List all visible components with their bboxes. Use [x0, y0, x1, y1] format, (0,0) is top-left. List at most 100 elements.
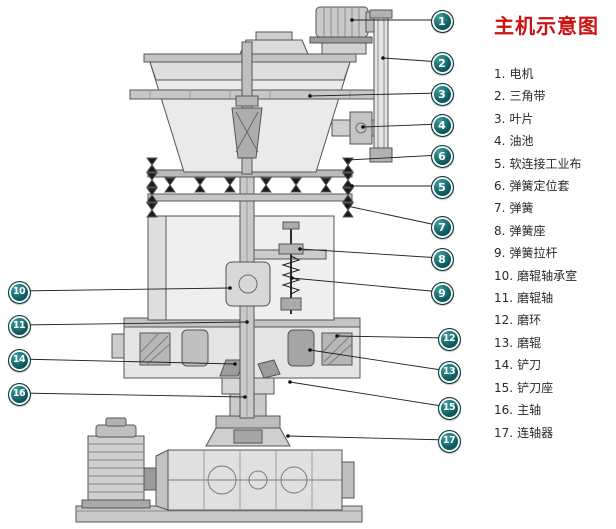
- legend-item-label: 磨辊轴: [517, 291, 554, 306]
- legend-item-label: 磨辊轴承室: [517, 268, 578, 283]
- legend-item-label: 弹簧: [509, 201, 534, 216]
- leader-dot-14: [233, 362, 237, 366]
- legend-item-number: 4.: [494, 134, 506, 149]
- legend-item-number: 14.: [494, 358, 514, 373]
- leader-line-6: [346, 154, 442, 161]
- legend-item-label: 油池: [509, 134, 534, 149]
- legend-item-number: 1.: [494, 67, 506, 81]
- legend-item-label: 叶片: [509, 111, 534, 126]
- page-title: 主机示意图: [494, 14, 599, 38]
- legend-item: 3.叶片: [494, 108, 614, 130]
- callout-10: 10: [7, 280, 31, 304]
- blade-drawing: [231, 41, 263, 175]
- legend-list: 1.电机 2.三角带 3.叶片 4.油池 5.软连接工业布 6.弹簧定位套 7.…: [494, 63, 614, 444]
- callout-6: 6: [430, 144, 454, 168]
- legend-item-number: 9.: [494, 246, 506, 261]
- legend-item: 12.磨环: [494, 309, 614, 331]
- legend-item: 14.铲刀: [494, 354, 614, 376]
- leader-dot-5: [350, 184, 354, 188]
- callout-3: 3: [430, 82, 454, 106]
- legend-item-label: 铲刀: [517, 358, 542, 373]
- callout-11: 11: [7, 314, 31, 338]
- legend-item-label: 电机: [509, 67, 534, 81]
- callout-5: 5: [430, 175, 454, 199]
- legend-item: 7.弹簧: [494, 197, 614, 219]
- bottom-motor-drawing: [81, 417, 157, 509]
- callout-4: 4: [430, 113, 454, 137]
- legend-item-number: 5.: [494, 156, 506, 171]
- leader-dot-2: [381, 56, 385, 60]
- legend-item: 17.连轴器: [494, 422, 614, 444]
- leader-dot-1: [350, 18, 354, 22]
- leader-dot-8: [298, 247, 302, 251]
- callout-8: 8: [430, 247, 454, 271]
- leader-line-4: [362, 123, 442, 128]
- leader-line-14: [17, 358, 236, 365]
- callout-17: 17: [437, 429, 461, 453]
- legend-item: 4.油池: [494, 130, 614, 152]
- legend-item-number: 8.: [494, 223, 506, 238]
- legend-item-label: 磨环: [517, 313, 542, 328]
- legend-item-label: 三角带: [509, 89, 546, 104]
- legend-item: 10.磨辊轴承室: [494, 265, 614, 287]
- legend-item: 9.弹簧拉杆: [494, 242, 614, 264]
- leader-dot-10: [228, 286, 232, 290]
- leader-line-12: [336, 335, 449, 339]
- legend-item-label: 磨辊: [517, 335, 542, 350]
- callout-7: 7: [430, 215, 454, 239]
- legend-item: 2.三角带: [494, 85, 614, 107]
- legend-item: 8.弹簧座: [494, 220, 614, 242]
- leader-line-17: [287, 435, 449, 441]
- legend-item: 15.铲刀座: [494, 377, 614, 399]
- legend-panel: 主机示意图 1.电机 2.三角带 3.叶片 4.油池 5.软连接工业布 6.弹簧…: [494, 10, 614, 444]
- legend-item-label: 弹簧座: [509, 223, 546, 238]
- legend-item-number: 6.: [494, 179, 506, 194]
- leader-line-3: [309, 92, 442, 97]
- legend-item-number: 12.: [494, 313, 514, 328]
- main-shaft-drawing: [225, 171, 271, 419]
- legend-item-number: 11.: [494, 291, 514, 306]
- oil-pool-drawing: [331, 111, 379, 145]
- leader-dot-15: [288, 380, 292, 384]
- leader-line-11: [17, 321, 248, 326]
- leader-line-10: [17, 287, 231, 292]
- callout-1: 1: [430, 9, 454, 33]
- legend-item-number: 17.: [494, 425, 514, 440]
- callout-12: 12: [437, 327, 461, 351]
- legend-item-number: 13.: [494, 335, 514, 350]
- legend-item-number: 15.: [494, 380, 514, 395]
- legend-item-label: 弹簧拉杆: [509, 246, 558, 261]
- callout-13: 13: [437, 360, 461, 384]
- callout-15: 15: [437, 396, 461, 420]
- leader-dot-11: [245, 320, 249, 324]
- legend-item: 6.弹簧定位套: [494, 175, 614, 197]
- legend-item: 11.磨辊轴: [494, 287, 614, 309]
- leader-line-7: [346, 205, 442, 227]
- leader-dot-3: [308, 94, 312, 98]
- leader-line-15: [289, 381, 449, 408]
- legend-item-number: 3.: [494, 111, 506, 126]
- leader-line-16: [17, 392, 246, 398]
- legend-item-number: 2.: [494, 89, 506, 104]
- leader-dot-6: [345, 158, 349, 162]
- legend-item: 13.磨辊: [494, 332, 614, 354]
- leader-line-13: [309, 349, 449, 372]
- callout-9: 9: [430, 281, 454, 305]
- callout-2: 2: [430, 51, 454, 75]
- leader-dot-9: [290, 276, 294, 280]
- legend-item-number: 7.: [494, 201, 506, 216]
- legend-item: 16.主轴: [494, 399, 614, 421]
- legend-item: 5.软连接工业布: [494, 153, 614, 175]
- legend-item-number: 16.: [494, 403, 514, 418]
- callout-14: 14: [7, 348, 31, 372]
- leader-dot-12: [335, 334, 339, 338]
- legend-item: 1.电机: [494, 63, 614, 85]
- leader-dot-13: [308, 348, 312, 352]
- leader-dot-7: [345, 204, 349, 208]
- legend-item-number: 10.: [494, 268, 514, 283]
- top-motor-drawing: [309, 6, 377, 55]
- gearbox-drawing: [155, 449, 355, 511]
- leader-line-9: [291, 277, 442, 293]
